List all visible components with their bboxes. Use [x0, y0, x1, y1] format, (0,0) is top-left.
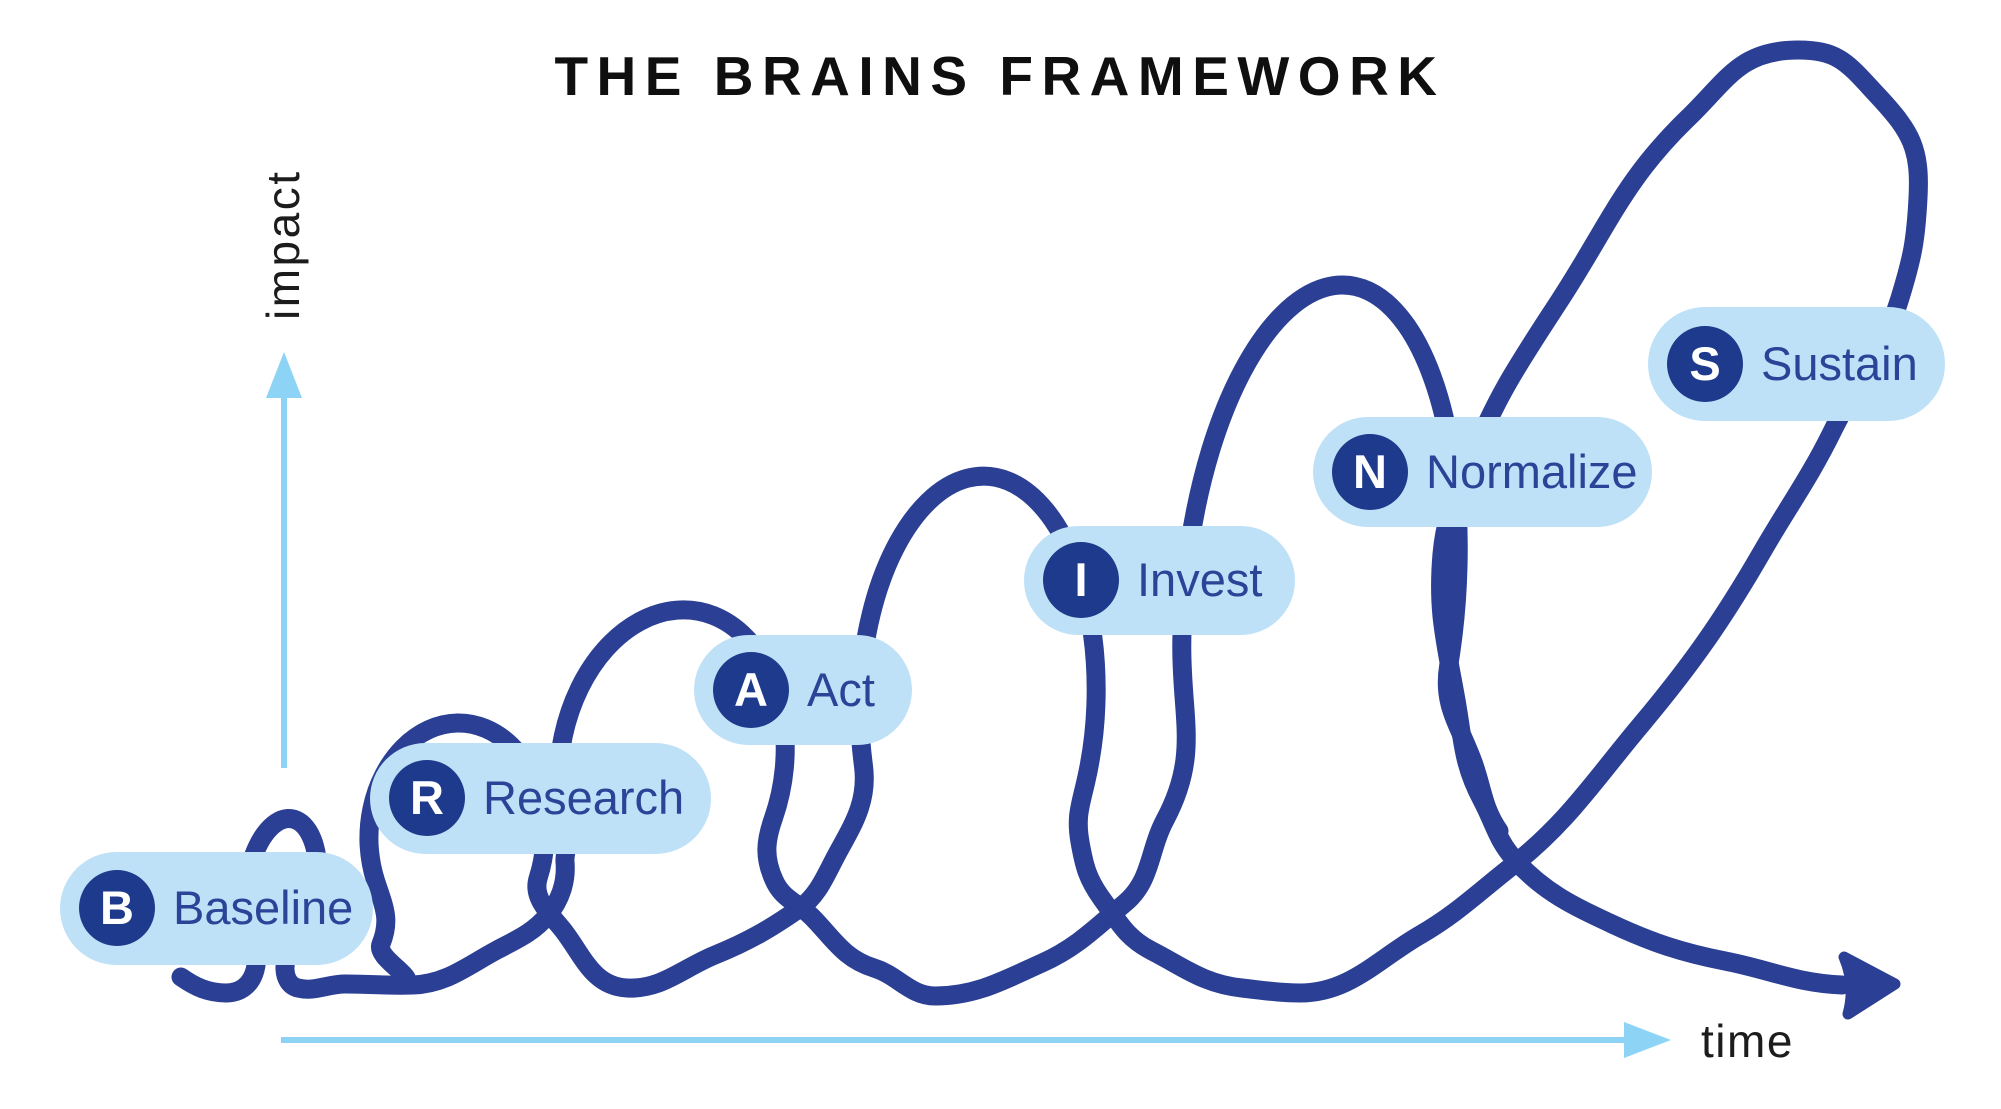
svg-text:S: S	[1689, 337, 1720, 390]
svg-text:R: R	[410, 771, 444, 824]
svg-text:Act: Act	[807, 663, 875, 716]
svg-text:Sustain: Sustain	[1761, 337, 1918, 390]
svg-text:Baseline: Baseline	[173, 881, 353, 934]
svg-text:THE BRAINS FRAMEWORK: THE BRAINS FRAMEWORK	[554, 45, 1445, 107]
svg-text:Invest: Invest	[1137, 553, 1262, 606]
svg-text:I: I	[1074, 553, 1087, 606]
svg-text:time: time	[1701, 1015, 1794, 1067]
svg-text:A: A	[734, 663, 768, 716]
svg-text:impact: impact	[257, 170, 309, 320]
svg-text:B: B	[100, 881, 134, 934]
svg-text:N: N	[1353, 445, 1387, 498]
svg-text:Normalize: Normalize	[1426, 445, 1638, 498]
svg-text:Research: Research	[483, 771, 684, 824]
